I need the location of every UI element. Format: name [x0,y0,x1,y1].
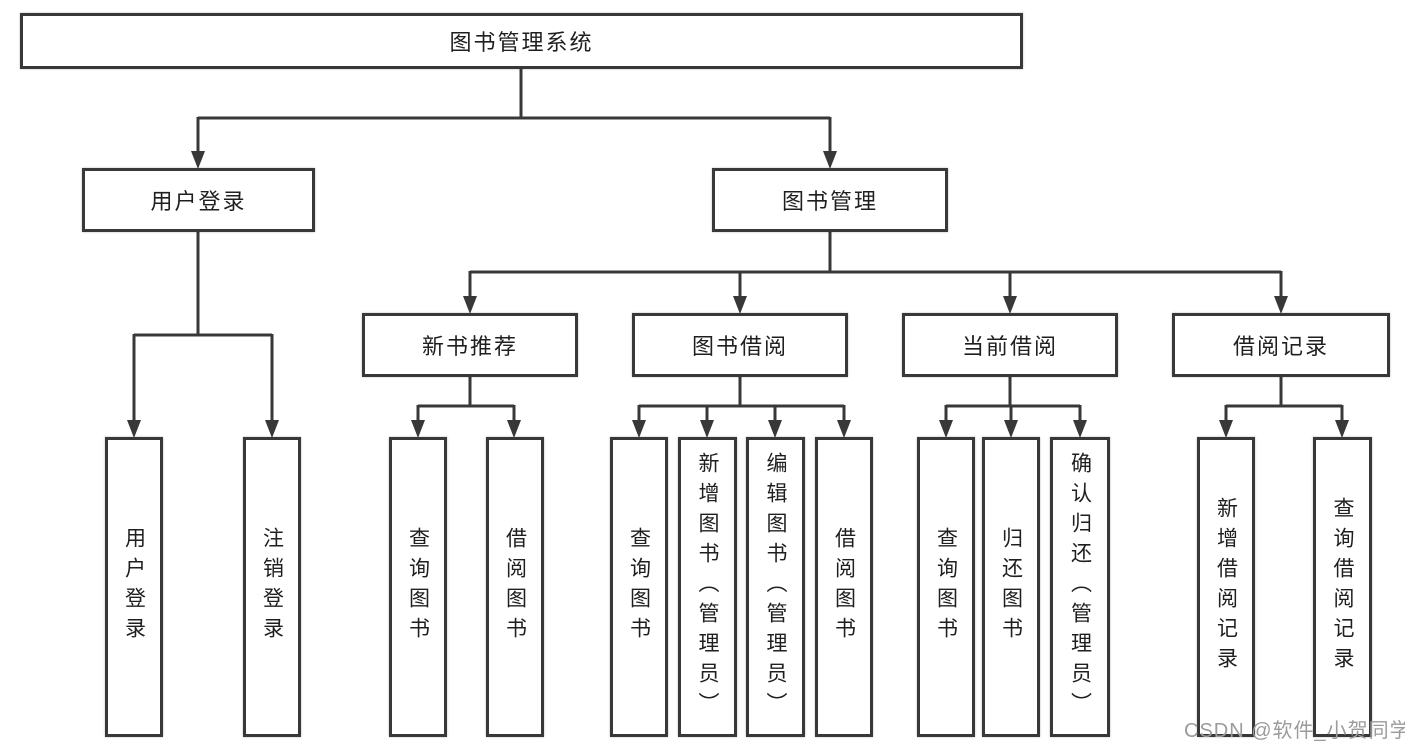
leaf-label: 归还图书 [999,527,1023,647]
leaf-borrow-books: 借阅图书 [815,437,873,737]
leaf-label: 查询图书 [627,527,651,647]
leaf-label: 查询图书 [406,527,430,647]
leaf-borrow-books-recommend: 借阅图书 [486,437,544,737]
leaf-edit-books-admin: 编辑图书（管理员） [746,437,805,737]
leaf-label: 借阅图书 [503,527,527,647]
node-new-book-recommend: 新书推荐 [362,313,578,377]
leaf-label: 查询图书 [934,527,958,647]
csdn-watermark: CSDN @软件_小贺同学 [1184,720,1405,742]
leaf-add-books-admin: 新增图书（管理员） [678,437,737,737]
leaf-logout: 注销登录 [243,437,301,737]
leaf-query-books-current: 查询图书 [917,437,975,737]
arrowhead-icons [127,151,1349,438]
leaf-query-books-recommend: 查询图书 [389,437,447,737]
leaf-query-books-borrow: 查询图书 [610,437,668,737]
leaf-label: 查询借阅记录 [1331,497,1354,677]
node-book-management: 图书管理 [712,168,948,232]
node-book-borrow: 图书借阅 [632,313,848,377]
leaf-label: 新增借阅记录 [1214,497,1238,677]
leaf-confirm-return-admin: 确认归还（管理员） [1050,437,1110,737]
leaf-user-login: 用户登录 [105,437,163,737]
leaf-label: 编辑图书（管理员） [764,452,787,722]
node-current-borrow: 当前借阅 [902,313,1118,377]
leaf-label: 新增图书（管理员） [696,452,719,722]
leaf-query-borrow-record: 查询借阅记录 [1313,437,1372,737]
node-borrow-records: 借阅记录 [1172,313,1390,377]
connector-lines [132,69,1344,422]
node-user-login: 用户登录 [82,168,315,232]
node-root: 图书管理系统 [20,13,1023,69]
leaf-label: 用户登录 [122,527,146,647]
leaf-label: 借阅图书 [832,527,856,647]
leaf-label: 注销登录 [260,527,284,647]
leaf-return-books: 归还图书 [982,437,1040,737]
leaf-add-borrow-record: 新增借阅记录 [1197,437,1255,737]
leaf-label: 确认归还（管理员） [1068,452,1092,722]
